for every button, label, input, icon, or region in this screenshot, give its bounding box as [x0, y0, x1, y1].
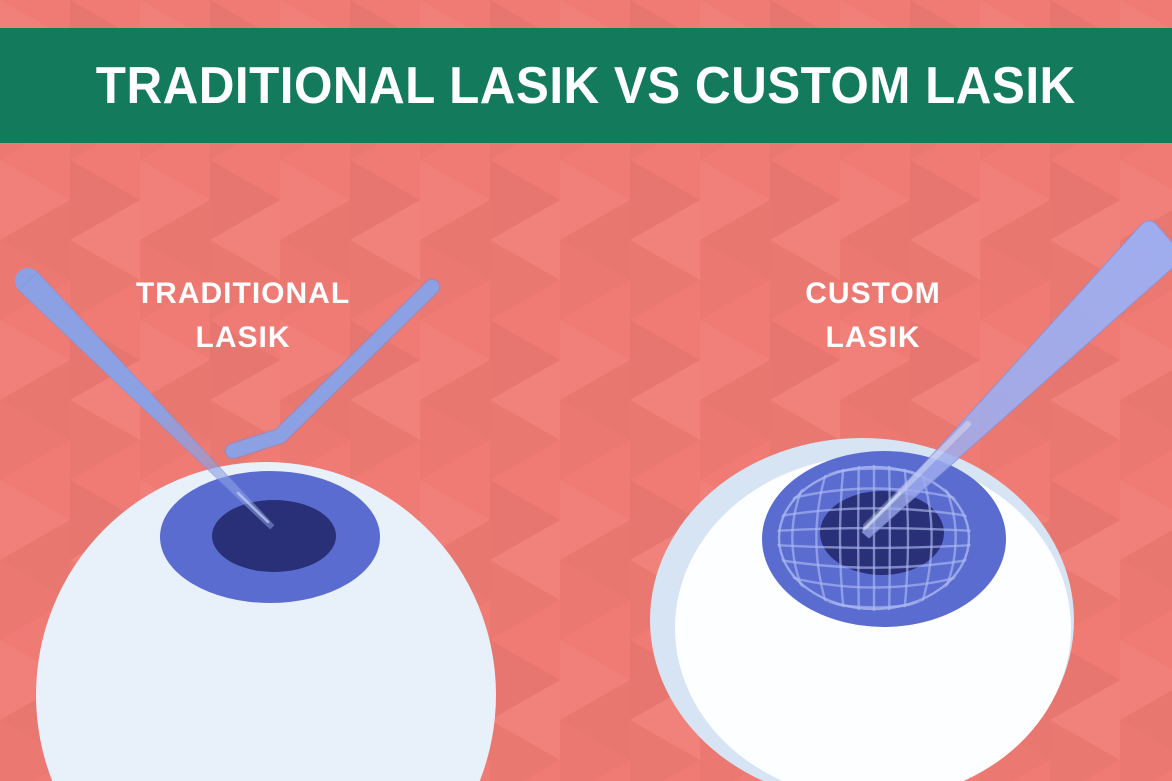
- tapered-surgical-probe-icon: [15, 268, 275, 530]
- laser-beam-icon: [861, 220, 1172, 539]
- label-traditional-line1: TRADITIONAL: [135, 277, 351, 310]
- eyeball-sclera-left: [36, 462, 496, 781]
- label-traditional-line2: LASIK: [195, 320, 291, 354]
- beam-tip-glint: [862, 491, 902, 531]
- wavefront-grid-icon: [777, 465, 971, 611]
- page-title: TRADITIONAL LASIK VS CUSTOM LASIK: [96, 56, 1076, 115]
- label-custom-line1: CUSTOM: [805, 277, 941, 310]
- probe-tip-glint: [236, 491, 270, 524]
- bent-flap-lifter-icon: [224, 278, 441, 460]
- label-traditional-lasik: TRADITIONAL LASIK: [83, 272, 403, 359]
- custom-lasik-eye: [650, 220, 1172, 781]
- pupil-right: [820, 491, 944, 575]
- pupil-left: [212, 500, 336, 572]
- label-custom-line2: LASIK: [825, 320, 921, 354]
- label-custom-lasik: CUSTOM LASIK: [713, 272, 1033, 359]
- traditional-lasik-eye: [15, 268, 496, 781]
- title-banner: TRADITIONAL LASIK VS CUSTOM LASIK: [0, 28, 1172, 143]
